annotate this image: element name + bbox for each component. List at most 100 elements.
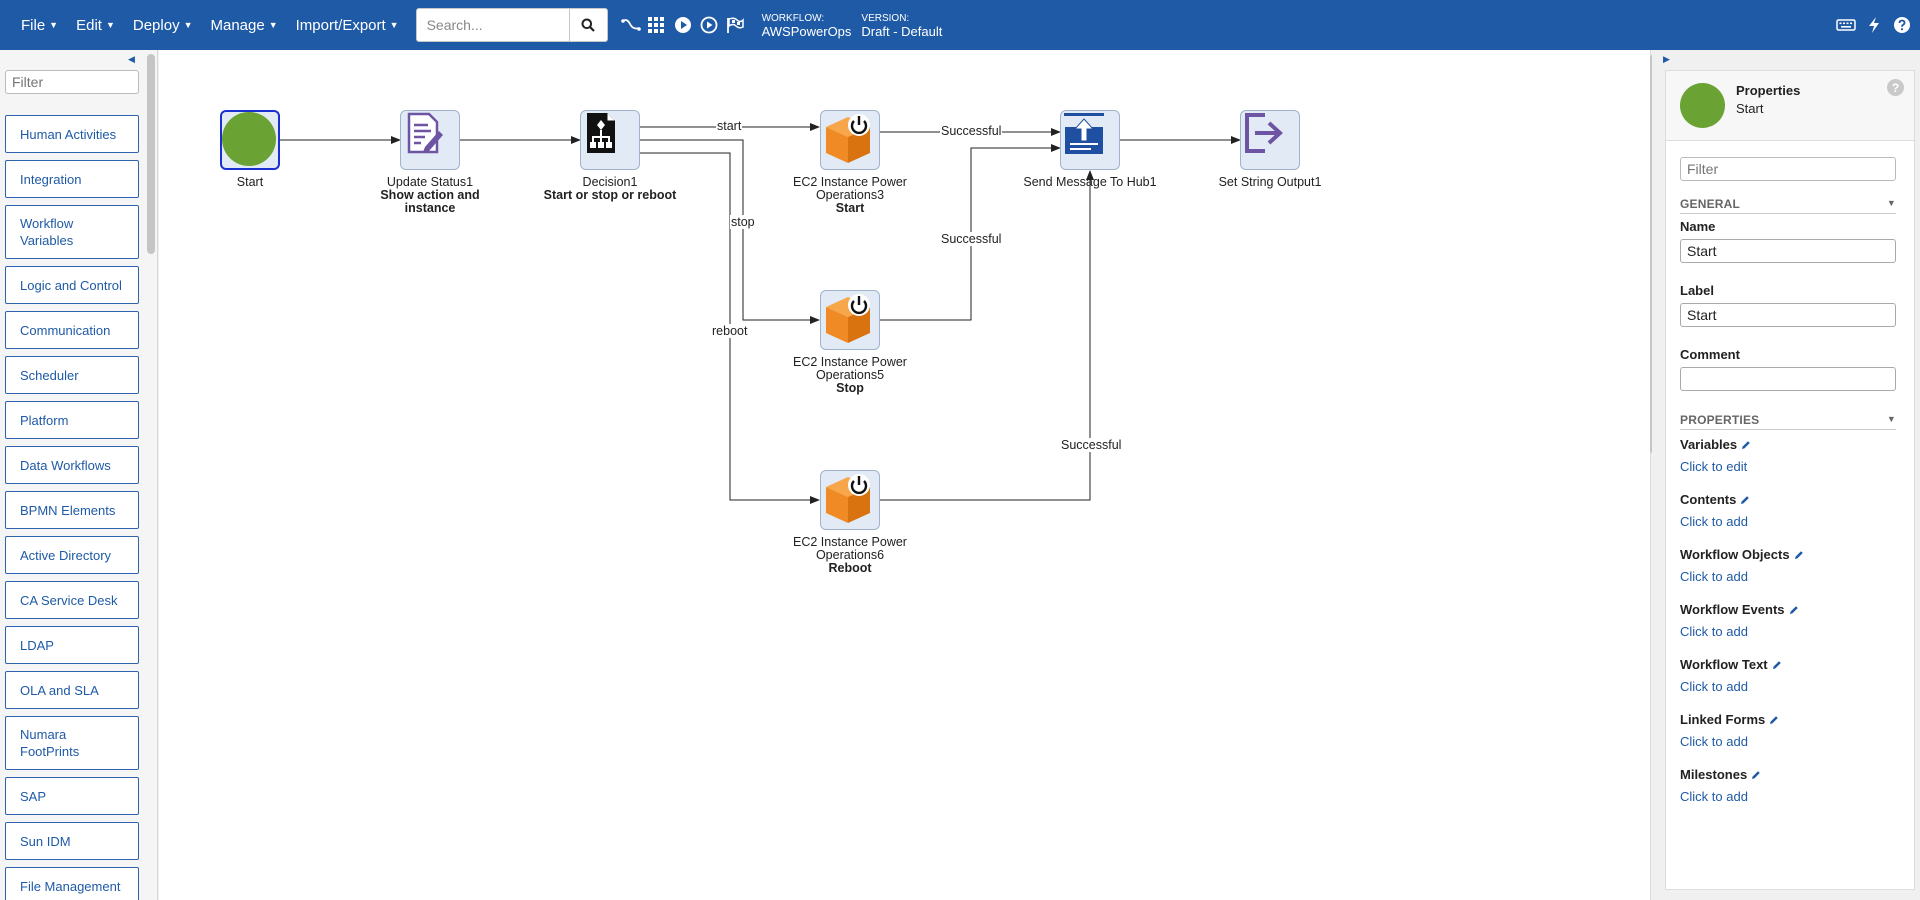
search-input[interactable]	[415, 8, 570, 42]
prop-linked-forms-link[interactable]: Click to add	[1680, 734, 1748, 749]
node-decision-label: Decision1 Start or stop or reboot	[540, 176, 680, 202]
decision-icon	[587, 113, 615, 153]
lightning-icon	[1869, 17, 1879, 33]
play-outline-icon	[700, 16, 717, 34]
upload-message-icon	[1064, 113, 1104, 154]
palette-integration[interactable]: Integration	[5, 160, 139, 198]
palette-sap[interactable]: SAP	[5, 777, 139, 815]
power-button[interactable]	[1862, 12, 1886, 38]
pencil-icon[interactable]	[1769, 715, 1779, 725]
node-ec2-power-ops-6[interactable]	[820, 470, 880, 530]
main-menu: File▼ Edit▼ Deploy▼ Manage▼ Import/Expor…	[12, 0, 408, 50]
caret-down-icon: ▼	[1886, 414, 1896, 424]
prop-workflow-text-label: Workflow Text	[1680, 657, 1768, 672]
prop-workflow-objects: Workflow Objects	[1680, 547, 1804, 562]
prop-workflow-text: Workflow Text	[1680, 657, 1782, 672]
node-name: Update Status1	[386, 175, 474, 189]
finish-flag-button[interactable]	[722, 12, 748, 38]
menu-deploy[interactable]: Deploy▼	[124, 0, 202, 50]
version-info: VERSION: Draft - Default	[861, 12, 942, 38]
palette-active-directory[interactable]: Active Directory	[5, 536, 139, 574]
connector-tool-button[interactable]	[618, 12, 644, 38]
palette-ola-and-sla[interactable]: OLA and SLA	[5, 671, 139, 709]
label-field[interactable]	[1680, 303, 1896, 327]
palette-workflow-variables[interactable]: Workflow Variables	[5, 205, 139, 259]
debug-run-button[interactable]	[696, 12, 722, 38]
menu-file[interactable]: File▼	[12, 0, 67, 50]
menu-import-export[interactable]: Import/Export▼	[287, 0, 408, 50]
node-start[interactable]	[220, 110, 280, 170]
search-button[interactable]	[569, 8, 608, 42]
palette-ca-service-desk[interactable]: CA Service Desk	[5, 581, 139, 619]
menu-file-label: File	[21, 16, 46, 34]
workflow-name: AWSPowerOps	[761, 24, 852, 39]
prop-milestones-link[interactable]: Click to add	[1680, 789, 1748, 804]
prop-workflow-text-link[interactable]: Click to add	[1680, 679, 1748, 694]
collapse-left-icon[interactable]: ◀	[128, 54, 135, 64]
properties-title: Properties	[1736, 83, 1801, 98]
section-general[interactable]: GENERAL ▼	[1680, 197, 1896, 214]
palette-filter-input[interactable]	[5, 70, 139, 94]
help-icon[interactable]: ?	[1887, 79, 1904, 96]
pencil-icon[interactable]	[1772, 660, 1782, 670]
workflow-canvas[interactable]: start stop reboot Successful Successful …	[159, 50, 1658, 900]
node-send-message-to-hub[interactable]	[1060, 110, 1120, 170]
node-start-label: Start	[180, 176, 320, 189]
properties-area: ▶ Properties Start ? GENERAL ▼ Name Labe…	[1652, 50, 1920, 900]
node-name: Set String Output1	[1218, 175, 1322, 189]
collapse-right-icon[interactable]: ▶	[1663, 54, 1670, 64]
pencil-icon[interactable]	[1751, 770, 1761, 780]
palette-human-activities[interactable]: Human Activities	[5, 115, 139, 153]
keyboard-button[interactable]	[1834, 12, 1858, 38]
exit-output-icon	[1245, 113, 1283, 153]
caret-down-icon: ▼	[49, 20, 59, 30]
prop-variables: Variables	[1680, 437, 1751, 452]
edge-label-successful: Successful	[940, 124, 1003, 138]
menu-manage[interactable]: Manage▼	[202, 0, 287, 50]
menu-edit[interactable]: Edit▼	[67, 0, 124, 50]
ec2-power-icon	[826, 474, 870, 523]
prop-workflow-events-link[interactable]: Click to add	[1680, 624, 1748, 639]
comment-field[interactable]	[1680, 367, 1896, 391]
node-ec2-power-ops-5[interactable]	[820, 290, 880, 350]
caret-down-icon: ▼	[268, 20, 278, 30]
node-decision[interactable]	[580, 110, 640, 170]
pencil-icon[interactable]	[1794, 550, 1804, 560]
section-properties[interactable]: PROPERTIES ▼	[1680, 413, 1896, 430]
palette-numara-footprints[interactable]: Numara FootPrints	[5, 716, 139, 770]
pencil-icon[interactable]	[1740, 495, 1750, 505]
palette-bpmn-elements[interactable]: BPMN Elements	[5, 491, 139, 529]
search-icon	[581, 18, 595, 32]
edge-label-successful: Successful	[940, 232, 1003, 246]
pencil-icon[interactable]	[1789, 605, 1799, 615]
run-button[interactable]	[670, 12, 696, 38]
caret-down-icon: ▼	[105, 20, 115, 30]
palette-scheduler[interactable]: Scheduler	[5, 356, 139, 394]
grid-button[interactable]	[644, 12, 670, 38]
palette-data-workflows[interactable]: Data Workflows	[5, 446, 139, 484]
node-description: Reboot	[828, 561, 872, 575]
palette-file-management[interactable]: File Management	[5, 867, 139, 900]
grid-icon	[648, 16, 665, 33]
palette-logic-and-control[interactable]: Logic and Control	[5, 266, 139, 304]
properties-filter-input[interactable]	[1680, 157, 1896, 181]
palette-scrollbar[interactable]	[147, 54, 155, 254]
name-field[interactable]	[1680, 239, 1896, 263]
node-set-string-output[interactable]	[1240, 110, 1300, 170]
palette-ldap[interactable]: LDAP	[5, 626, 139, 664]
comment-label: Comment	[1680, 347, 1740, 362]
palette-communication[interactable]: Communication	[5, 311, 139, 349]
prop-variables-link[interactable]: Click to edit	[1680, 459, 1748, 474]
node-update-status[interactable]	[400, 110, 460, 170]
node-send-message-label: Send Message To Hub1	[1020, 176, 1160, 189]
help-button[interactable]	[1890, 12, 1914, 38]
ec2-power-icon	[826, 294, 870, 343]
node-name: Decision1	[582, 175, 638, 189]
prop-workflow-objects-link[interactable]: Click to add	[1680, 569, 1748, 584]
pencil-icon[interactable]	[1741, 440, 1751, 450]
palette-sun-idm[interactable]: Sun IDM	[5, 822, 139, 860]
palette-platform[interactable]: Platform	[5, 401, 139, 439]
node-ec2-power-ops-3[interactable]	[820, 110, 880, 170]
version-value: Draft - Default	[861, 24, 943, 39]
prop-contents-link[interactable]: Click to add	[1680, 514, 1748, 529]
